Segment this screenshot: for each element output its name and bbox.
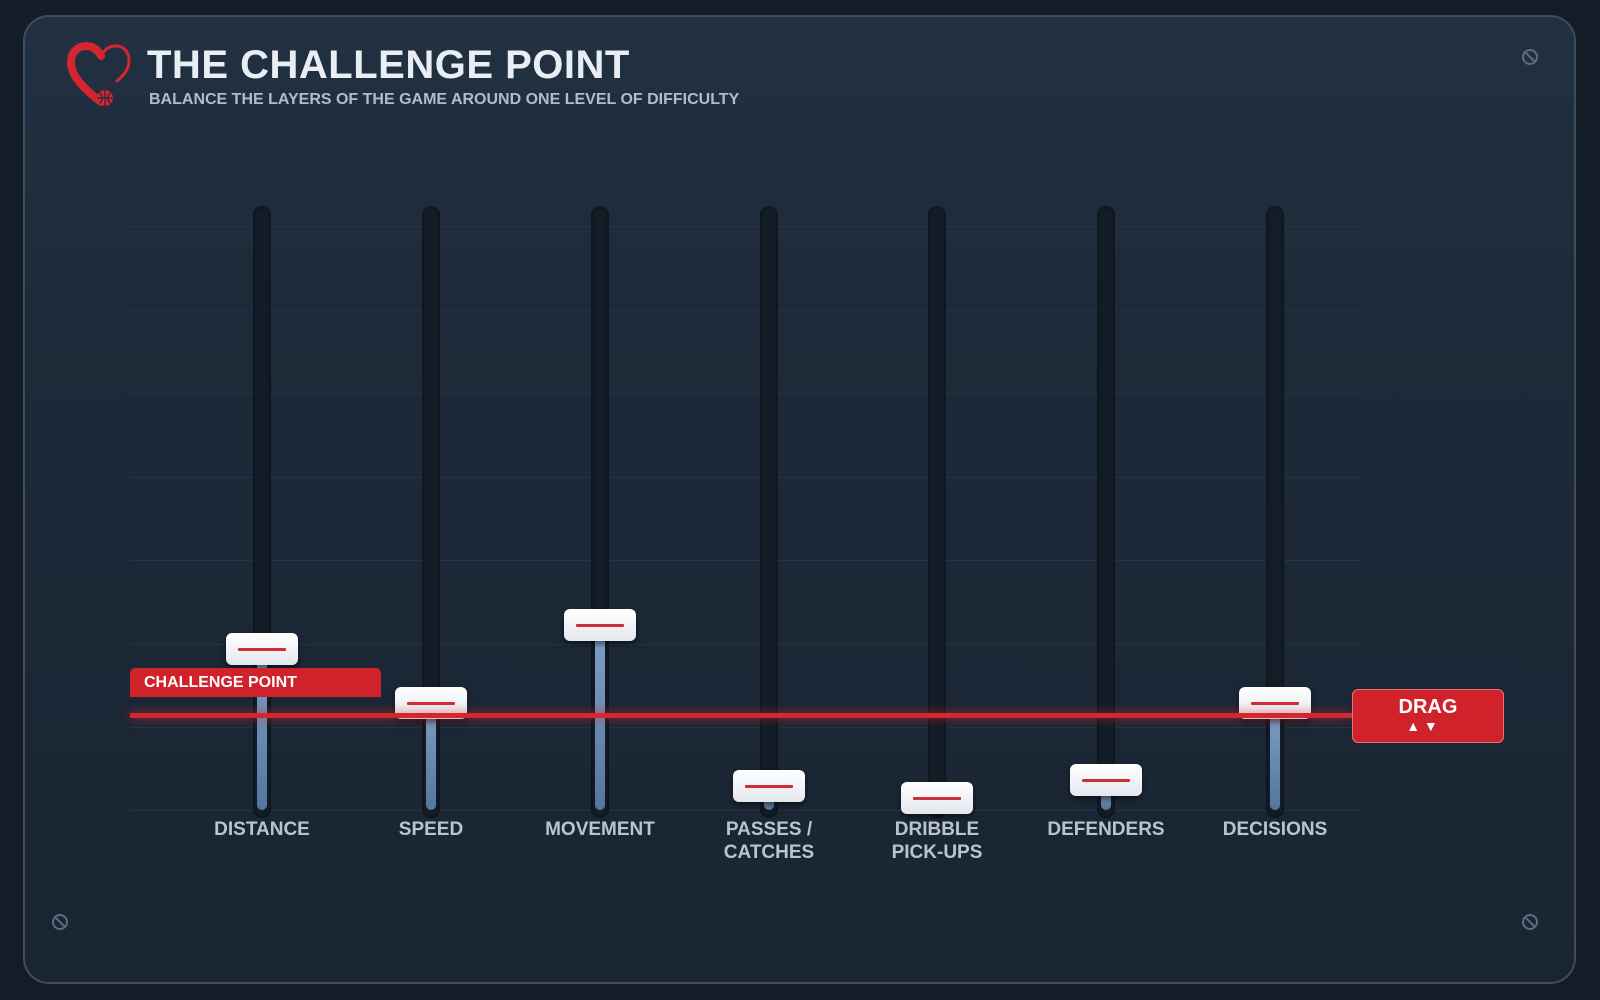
grid-line <box>130 226 1360 227</box>
grid-line <box>130 560 1360 561</box>
up-down-arrows-icon: ▲ ▼ <box>1406 717 1438 734</box>
screw-icon <box>1522 914 1538 930</box>
slider-track-speed[interactable] <box>422 206 440 818</box>
slider-grid <box>130 210 1360 811</box>
slider-fill <box>1270 702 1280 810</box>
slider-handle-passes-catches[interactable] <box>733 770 805 803</box>
slider-fill <box>426 702 436 810</box>
drag-label: DRAG <box>1398 695 1458 718</box>
challenge-point-line[interactable] <box>130 712 1352 718</box>
challenge-point-panel: THE CHALLENGE POINT BALANCE THE LAYERS O… <box>23 15 1576 984</box>
slider-track-dribble-pickups[interactable] <box>928 206 946 818</box>
slider-handle-defenders[interactable] <box>1070 764 1142 797</box>
slider-track-passes-catches[interactable] <box>760 206 778 818</box>
drag-button[interactable]: DRAG ▲ ▼ <box>1352 688 1504 743</box>
slider-track-defenders[interactable] <box>1097 206 1115 818</box>
screw-icon <box>52 914 68 930</box>
page-title: THE CHALLENGE POINT <box>147 43 630 87</box>
page-subtitle: BALANCE THE LAYERS OF THE GAME AROUND ON… <box>149 91 740 108</box>
slider-handle-distance[interactable] <box>226 633 298 666</box>
grid-line <box>130 810 1360 811</box>
slider-track-distance[interactable] <box>253 206 271 818</box>
screw-icon <box>1522 49 1538 65</box>
slider-handle-dribble-pickups[interactable] <box>901 782 973 815</box>
slider-fill <box>257 649 267 810</box>
slider-fill <box>595 625 605 810</box>
slider-label-speed: SPEED <box>398 819 464 840</box>
grid-line <box>130 477 1360 478</box>
grid-line <box>130 644 1360 645</box>
slider-label-decisions: DECISIONS <box>1222 819 1328 840</box>
heart-basketball-icon <box>67 42 131 106</box>
slider-label-distance: DISTANCE <box>214 819 310 840</box>
challenge-point-tag: CHALLENGE POINT <box>130 667 381 697</box>
slider-label-dribble-pickups: DRIBBLE PICK-UPS <box>891 819 983 863</box>
slider-track-decisions[interactable] <box>1266 206 1284 818</box>
grid-line <box>130 393 1360 394</box>
slider-track-movement[interactable] <box>591 206 609 818</box>
slider-label-defenders: DEFENDERS <box>1047 819 1165 840</box>
slider-label-movement: MOVEMENT <box>545 819 655 840</box>
grid-line <box>130 310 1360 311</box>
slider-handle-movement[interactable] <box>564 609 636 642</box>
grid-line <box>130 727 1360 728</box>
slider-label-passes-catches: PASSES / CATCHES <box>723 819 815 863</box>
